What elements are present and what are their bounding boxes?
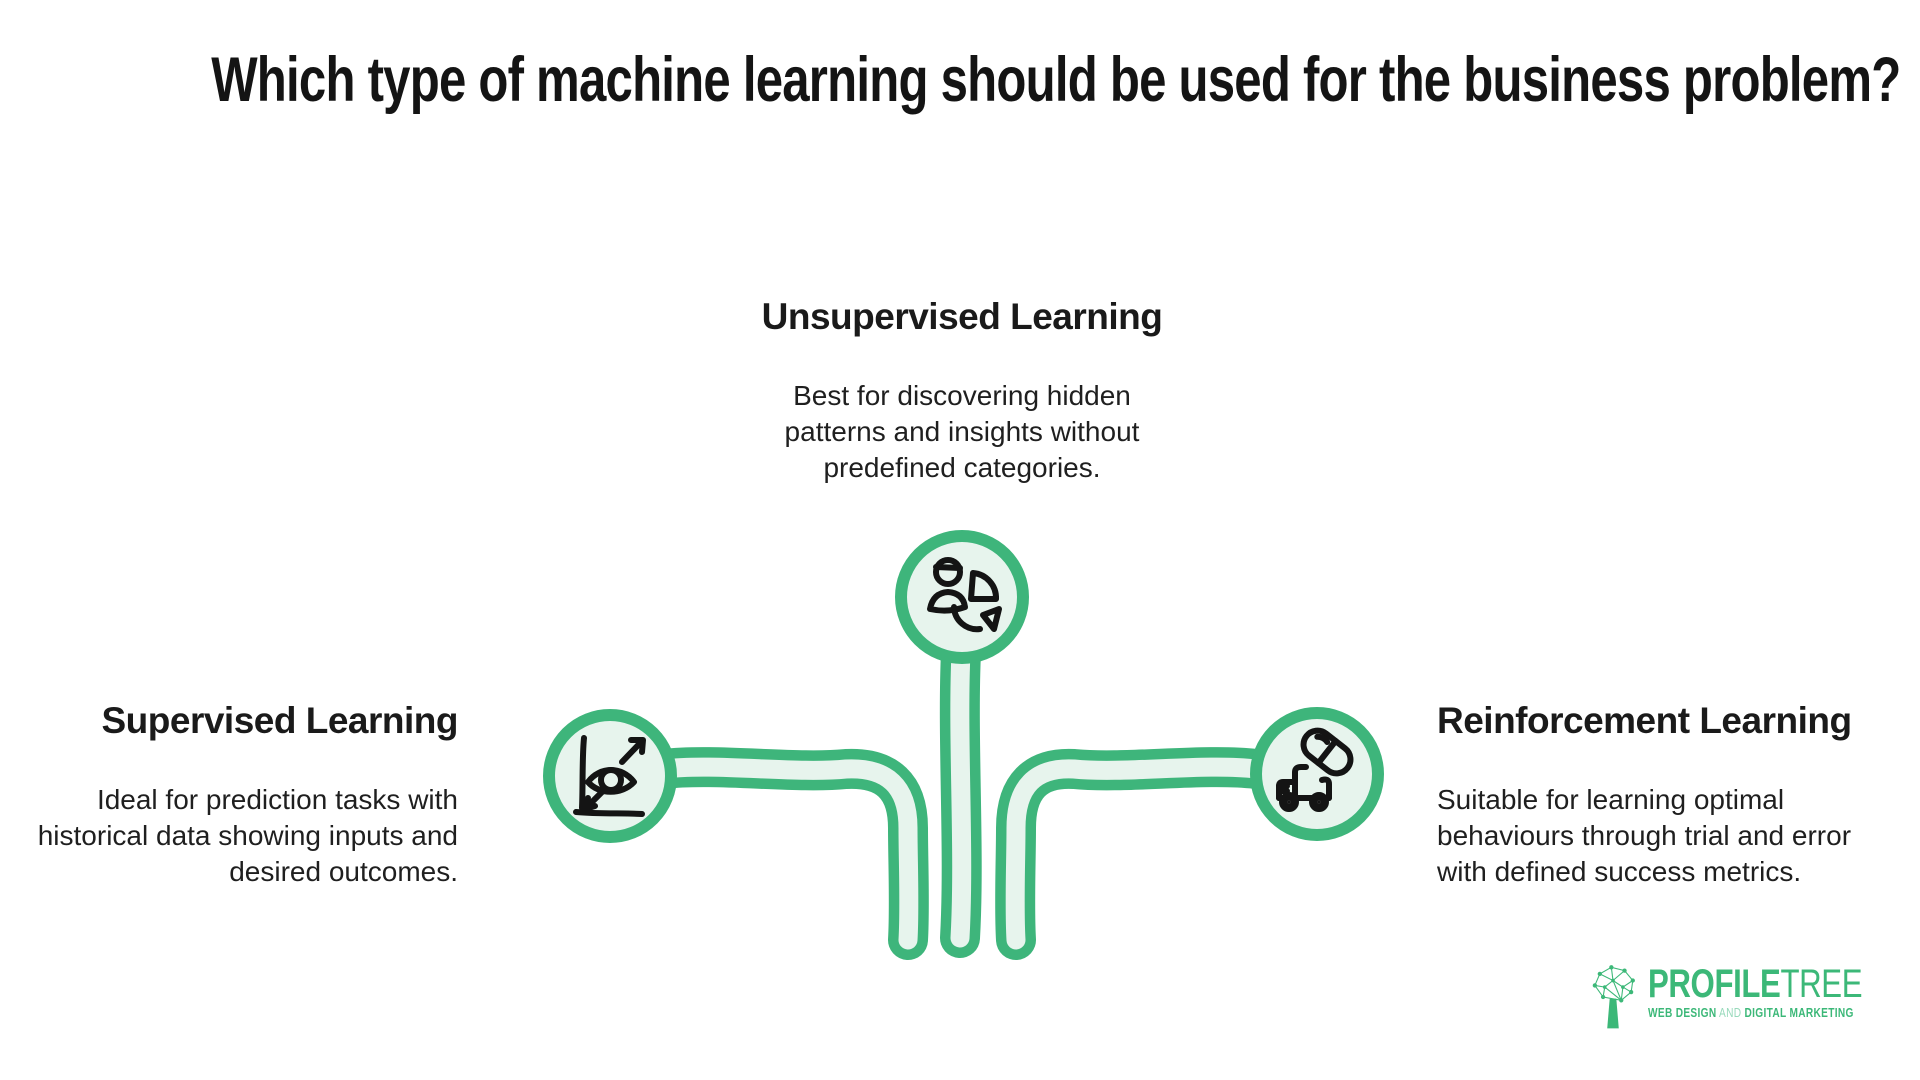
- branch-heading: Unsupervised Learning: [761, 296, 1163, 337]
- branch-description-line: Ideal for prediction tasks with: [96, 784, 458, 815]
- tagline-and: AND: [1716, 1005, 1745, 1020]
- branch-tube-center: [939, 632, 982, 958]
- branch-description-line: Best for discovering hidden: [793, 380, 1131, 411]
- profiletree-tree-icon: [1592, 965, 1635, 1029]
- eye-chart-icon: [573, 735, 646, 817]
- logo-name-light: TREE: [1780, 962, 1863, 1006]
- logo-name-bold: PROFILE: [1648, 962, 1781, 1006]
- branch-description-line: desired outcomes.: [229, 856, 458, 887]
- tagline-digital-marketing: DIGITAL MARKETING: [1744, 1005, 1854, 1020]
- branch-tube-right: [995, 747, 1276, 960]
- branch-tube-left: [644, 747, 929, 960]
- profiletree-logo: PROFILETREE WEB DESIGN AND DIGITAL MARKE…: [1588, 964, 1920, 1030]
- branch-reinforcement: Reinforcement Learning Suitable for lear…: [1437, 700, 1917, 890]
- branch-description: Ideal for prediction tasks with historic…: [8, 782, 458, 890]
- truck-capsule-icon: [1276, 727, 1354, 812]
- branch-description-line: predefined categories.: [823, 452, 1101, 483]
- branch-unsupervised: Unsupervised Learning Best for discoveri…: [647, 296, 1277, 486]
- branch-heading: Reinforcement Learning: [1437, 700, 1852, 741]
- branch-description-line: patterns and insights without: [784, 416, 1140, 447]
- branch-description-line: historical data showing inputs and: [37, 820, 458, 851]
- branch-description-line: behaviours through trial and error: [1437, 820, 1852, 851]
- branch-description-line: Suitable for learning optimal: [1437, 784, 1785, 815]
- branch-description: Suitable for learning optimal behaviours…: [1437, 782, 1917, 890]
- profiletree-logo-text: PROFILETREE WEB DESIGN AND DIGITAL MARKE…: [1648, 962, 1863, 1020]
- page-title: Which type of machine learning should be…: [211, 45, 1901, 115]
- profiletree-wordmark: PROFILETREE: [1648, 962, 1863, 1006]
- branch-supervised: Supervised Learning Ideal for prediction…: [8, 700, 459, 890]
- branch-heading: Supervised Learning: [101, 700, 459, 741]
- person-pie-chart-icon: [927, 557, 1002, 633]
- branch-description: Best for discovering hidden patterns and…: [647, 378, 1277, 486]
- tagline-web-design: WEB DESIGN: [1648, 1005, 1717, 1020]
- profiletree-tagline: WEB DESIGN AND DIGITAL MARKETING: [1648, 1006, 1862, 1020]
- branch-description-line: with defined success metrics.: [1437, 856, 1802, 887]
